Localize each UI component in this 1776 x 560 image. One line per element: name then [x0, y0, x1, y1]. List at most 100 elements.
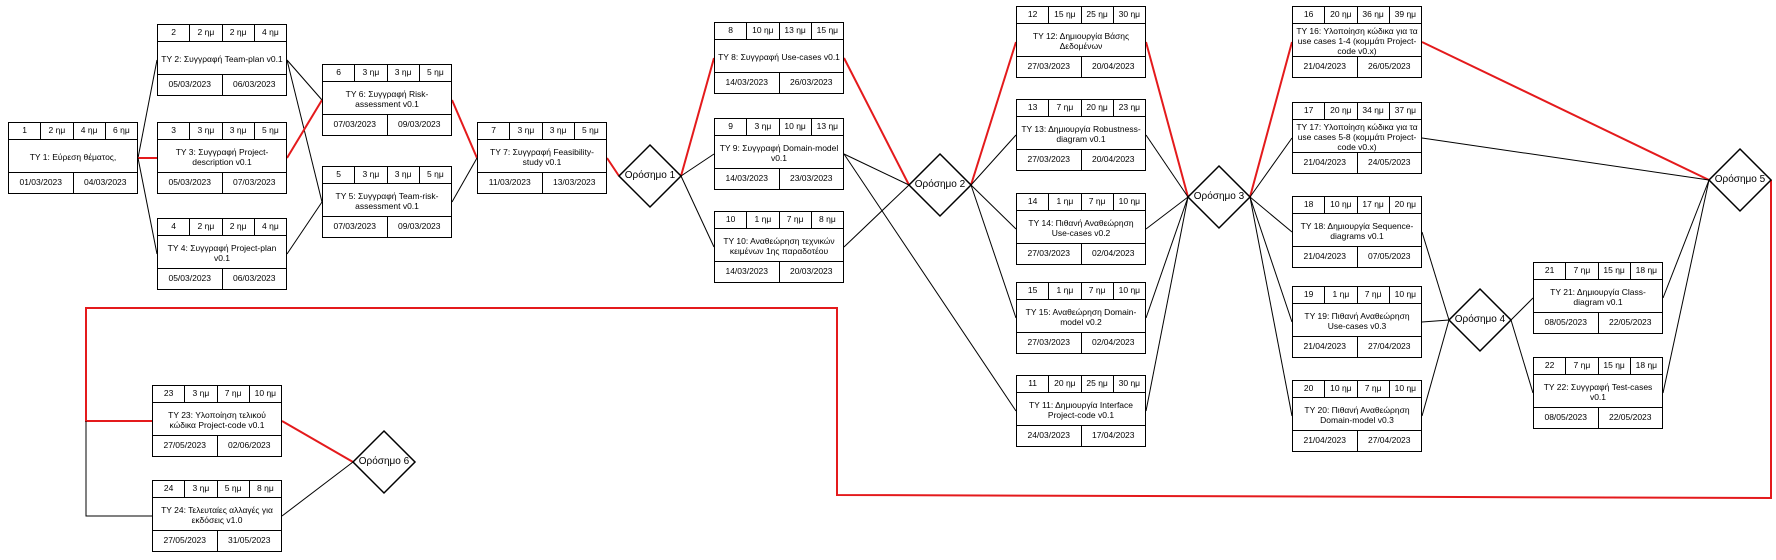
task-number: 9: [715, 119, 748, 135]
task-duration-likely: 3 ημ: [388, 167, 420, 183]
critical-link: [451, 99, 478, 159]
task-duration-optimistic: 7 ημ: [1566, 358, 1599, 374]
task-duration-likely: 34 ημ: [1358, 103, 1390, 119]
task-duration-pessimistic: 10 ημ: [1118, 196, 1141, 206]
task-duration-likely: 2 ημ: [223, 25, 255, 41]
task-duration-optimistic: 2 ημ: [190, 219, 223, 235]
task-title: ΤΥ 8: Συγγραφή Use-cases v0.1: [718, 51, 840, 62]
task-duration-optimistic: 10 ημ: [747, 23, 780, 39]
dependency-link: [970, 184, 1017, 319]
task-number: 11: [1017, 376, 1050, 392]
task-start-date: 05/03/2023: [158, 173, 223, 193]
task-end-date: 13/03/2023: [552, 177, 596, 187]
critical-link: [606, 157, 620, 177]
task-duration-pessimistic: 5 ημ: [427, 169, 444, 179]
dependency-link: [1421, 231, 1450, 321]
milestone-label-3: Ορόσημο 3: [1193, 191, 1245, 202]
task-title: ΤΥ 5: Συγγραφή Team-risk-assessment v0.1: [335, 190, 439, 211]
task-title: ΤΥ 18: Δημιουργία Sequence-diagrams v0.1: [1300, 220, 1414, 241]
task-end-date: 02/04/2023: [1091, 248, 1135, 258]
task-duration-likely: 20 ημ: [1082, 100, 1114, 116]
task-duration-likely: 7 ημ: [1358, 381, 1390, 397]
task-title: ΤΥ 24: Τελευταίες αλλαγές για εκδόσεις v…: [161, 504, 273, 525]
dependency-link: [1145, 196, 1189, 412]
task-start-date: 21/04/2023: [1293, 247, 1358, 267]
task-number: 16: [1293, 7, 1326, 23]
task-duration-optimistic: 10 ημ: [1325, 381, 1358, 397]
task-duration-pessimistic: 30 ημ: [1118, 9, 1141, 19]
task-title: ΤΥ 17: Υλοποίηση κώδικα για τα use cases…: [1296, 121, 1418, 152]
dependency-link: [281, 461, 354, 517]
dependency-link: [1249, 137, 1293, 198]
dependency-link: [1662, 179, 1710, 394]
dependency-link: [286, 201, 323, 255]
task-duration-pessimistic: 8 ημ: [819, 214, 836, 224]
task-duration-pessimistic: 5 ημ: [427, 67, 444, 77]
task-end-date: 02/06/2023: [227, 440, 271, 450]
critical-link: [970, 41, 1017, 186]
task-end-date: 26/03/2023: [789, 77, 833, 87]
dependency-link: [680, 175, 715, 248]
task-start-date: 21/04/2023: [1293, 431, 1358, 451]
task-title: ΤΥ 1: Εύρεση θέματος,: [29, 151, 117, 162]
task-duration-likely: 15 ημ: [1599, 358, 1631, 374]
task-duration-optimistic: 2 ημ: [41, 123, 74, 139]
task-end-date: 09/03/2023: [397, 119, 441, 129]
milestone-diamond-1: [617, 143, 683, 209]
critical-link: [1421, 41, 1710, 181]
task-end-date: 22/05/2023: [1608, 412, 1652, 422]
task-duration-pessimistic: 10 ημ: [1118, 285, 1141, 295]
dependency-link: [1510, 319, 1534, 394]
task-start-date: 27/05/2023: [153, 436, 218, 456]
task-duration-optimistic: 20 ημ: [1325, 103, 1358, 119]
milestone-label-6: Ορόσημο 6: [358, 456, 410, 467]
task-number: 19: [1293, 287, 1326, 303]
milestone-diamond-3: [1186, 164, 1252, 230]
task-start-date: 14/03/2023: [715, 169, 780, 189]
task-duration-pessimistic: 5 ημ: [262, 125, 279, 135]
task-number: 24: [153, 481, 186, 497]
dependency-link: [286, 59, 323, 203]
task-start-date: 05/03/2023: [158, 75, 223, 95]
critical-link: [1249, 41, 1293, 198]
task-end-date: 06/03/2023: [232, 273, 276, 283]
milestone-label-2: Ορόσημο 2: [914, 179, 966, 190]
task-number: 5: [323, 167, 356, 183]
task-number: 22: [1534, 358, 1567, 374]
task-duration-likely: 7 ημ: [218, 386, 250, 402]
task-title: ΤΥ 21: Δημιουργία Class-diagram v0.1: [1550, 286, 1646, 307]
task-duration-pessimistic: 15 ημ: [816, 25, 839, 35]
task-end-date: 27/04/2023: [1367, 435, 1411, 445]
task-number: 4: [158, 219, 191, 235]
task-duration-pessimistic: 13 ημ: [816, 121, 839, 131]
task-start-date: 14/03/2023: [715, 262, 780, 282]
task-duration-optimistic: 1 ημ: [1049, 194, 1082, 210]
dependency-link: [1249, 196, 1293, 417]
dependency-link: [137, 157, 158, 255]
